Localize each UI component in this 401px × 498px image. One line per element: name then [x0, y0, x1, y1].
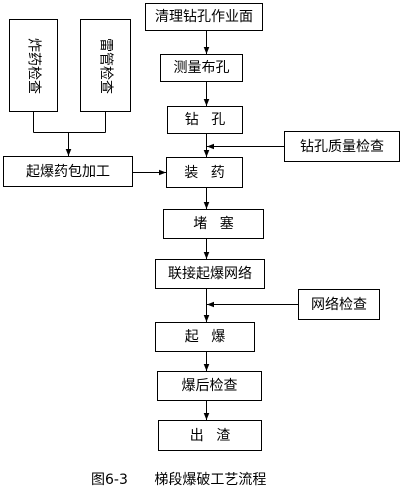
figure-number: 图6-3: [91, 472, 128, 488]
figure-title: 梯段爆破工艺流程: [154, 472, 267, 488]
node-network-check: 网络检查: [298, 289, 380, 320]
node-survey-layout: 测量布孔: [160, 54, 243, 82]
node-stemming: 堵 塞: [163, 209, 264, 239]
node-mucking: 出 渣: [158, 420, 262, 451]
node-post-blast-check: 爆后检查: [157, 371, 262, 401]
node-explosive-check: 炸药检查: [9, 19, 58, 112]
detonator-check-label: 雷管检查: [97, 37, 114, 94]
node-network-connection: 联接起爆网络: [155, 259, 265, 289]
figure-caption: 图6-3 梯段爆破工艺流程: [91, 473, 266, 487]
explosive-check-label: 炸药检查: [25, 37, 42, 94]
node-detonator-check: 雷管检查: [80, 19, 131, 112]
node-primer-preparation: 起爆药包加工: [3, 156, 133, 187]
node-drill-quality-check: 钻孔质量检查: [284, 131, 400, 162]
node-drilling: 钻 孔: [167, 106, 243, 134]
node-charging: 装 药: [166, 157, 243, 188]
node-clean-drilling-face: 清理钻孔作业面: [145, 3, 263, 31]
node-initiation: 起 爆: [155, 322, 255, 352]
